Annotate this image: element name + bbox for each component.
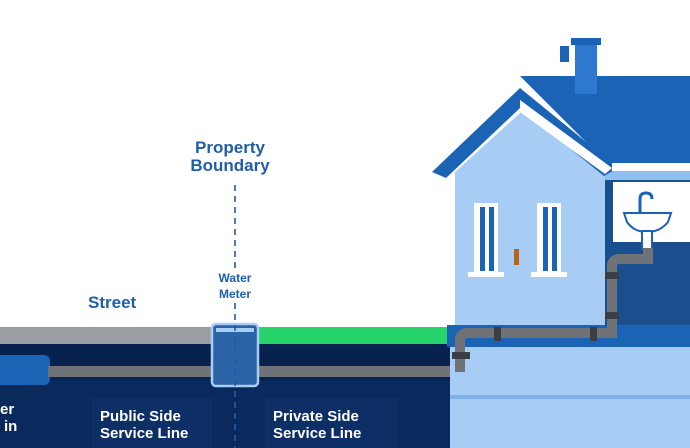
private-side-line1: Private Side (273, 408, 359, 425)
house-side-roof (520, 76, 690, 168)
pipe-joint-2 (494, 327, 501, 341)
roof-eave-trim (520, 100, 612, 174)
water-meter-label: Water Meter (206, 270, 264, 302)
pipe-joint-5 (605, 272, 619, 279)
public-label-panel (92, 398, 212, 448)
lawn-grass (235, 327, 450, 344)
sink-icon (622, 191, 673, 250)
pipe-joint-1 (452, 352, 470, 359)
water-main-pipe (0, 355, 50, 385)
chimney-cap (571, 38, 601, 45)
water-meter-line1: Water (218, 271, 252, 285)
pipe-joint-4 (605, 312, 619, 319)
door-handle (514, 249, 519, 265)
property-boundary-line1: Property (195, 138, 265, 157)
chimney-pipe (560, 46, 569, 62)
house-plumbing-pipe (455, 248, 653, 372)
window-right (531, 203, 567, 277)
window-left (468, 203, 504, 277)
property-boundary-label: Property Boundary (172, 139, 288, 175)
private-label-panel (265, 398, 398, 448)
chimney (575, 44, 597, 94)
private-side-line2: Service Line (273, 424, 362, 442)
pipe-joint-3 (590, 327, 597, 341)
property-boundary-line2: Boundary (190, 155, 270, 175)
water-meter-box (210, 322, 260, 388)
side-eave-trim (612, 163, 690, 171)
water-main-line2: in (4, 417, 18, 435)
public-side-label: Public Side Service Line (100, 408, 189, 442)
water-main-line1: er (0, 401, 15, 418)
public-side-line2: Service Line (100, 424, 189, 442)
water-meter-line2: Meter (218, 287, 251, 302)
basement-slab (450, 395, 690, 399)
public-side-line1: Public Side (100, 408, 181, 425)
street-label: Street (88, 293, 137, 312)
water-main-label: er in (0, 401, 34, 435)
private-side-label: Private Side Service Line (273, 408, 362, 442)
street-surface (0, 327, 235, 344)
